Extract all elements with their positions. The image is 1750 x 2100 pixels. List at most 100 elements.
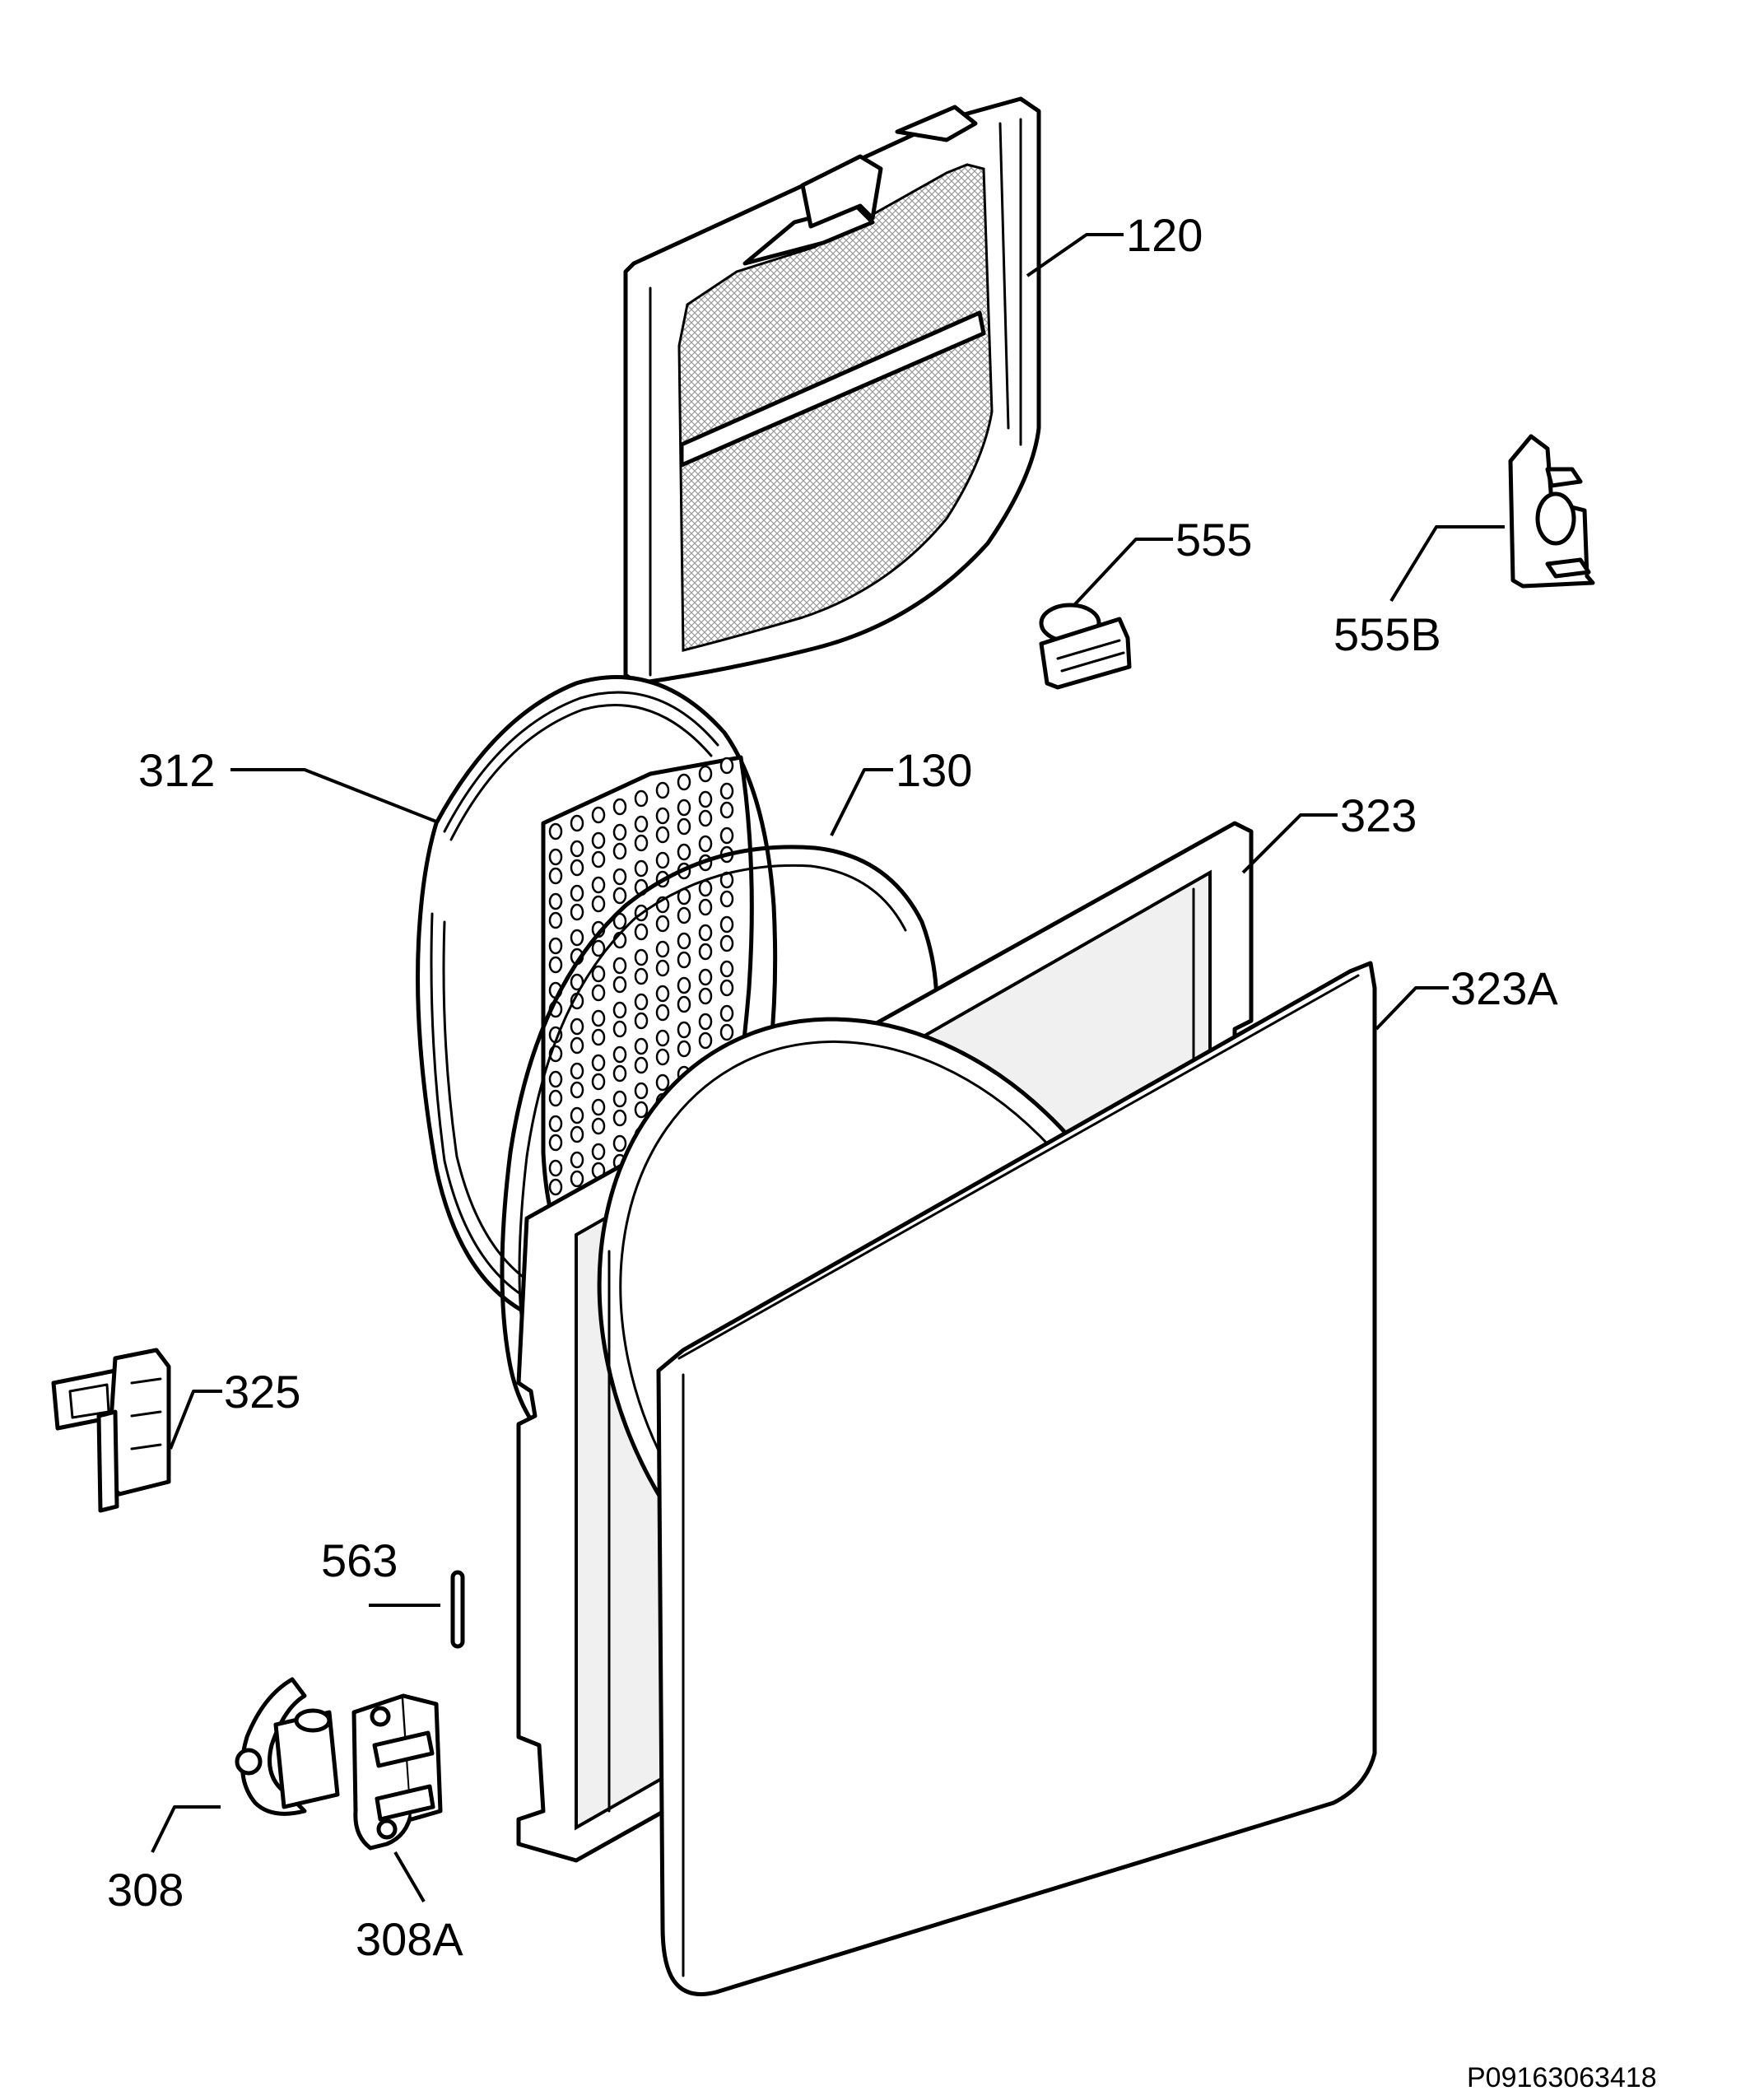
perforation-hole bbox=[655, 959, 670, 977]
perforation-hole bbox=[634, 1101, 649, 1119]
callout-555: 555 bbox=[1175, 514, 1252, 566]
perforation-hole bbox=[612, 1090, 627, 1108]
perforation-hole bbox=[655, 1048, 670, 1066]
perforation-hole bbox=[612, 1045, 627, 1064]
perforation-hole bbox=[612, 887, 627, 905]
perforation-hole bbox=[719, 890, 734, 908]
perforation-hole bbox=[698, 943, 713, 961]
perforation-hole bbox=[548, 822, 563, 840]
perforation-hole bbox=[719, 979, 734, 997]
perforation-hole bbox=[591, 984, 606, 1002]
perforation-hole bbox=[634, 1056, 649, 1074]
leader-308 bbox=[151, 1805, 221, 1853]
perforation-hole bbox=[655, 1073, 670, 1092]
perforation-hole bbox=[698, 835, 713, 853]
perforation-hole bbox=[612, 975, 627, 994]
leader-555b bbox=[1389, 525, 1505, 603]
callout-323a: 323A bbox=[1450, 962, 1558, 1014]
perforation-hole bbox=[591, 850, 606, 868]
reference-code: P09163063418 bbox=[1467, 2062, 1657, 2093]
perforation-hole bbox=[591, 876, 606, 894]
part-small-clip bbox=[1039, 603, 1132, 690]
perforation-hole bbox=[548, 848, 563, 866]
perforation-hole bbox=[655, 985, 670, 1003]
leader-325 bbox=[169, 1390, 222, 1450]
perforation-hole bbox=[719, 801, 734, 819]
perforation-hole bbox=[548, 911, 563, 929]
perforation-hole bbox=[591, 939, 606, 957]
callout-323: 323 bbox=[1340, 789, 1417, 841]
part-hinge-pin bbox=[450, 1570, 465, 1649]
perforation-hole bbox=[677, 1040, 691, 1058]
perforation-hole bbox=[548, 1178, 563, 1196]
perforation-hole bbox=[655, 1003, 670, 1022]
perforation-hole bbox=[677, 843, 691, 861]
perforation-hole bbox=[570, 929, 584, 947]
perforation-hole bbox=[634, 815, 649, 833]
perforation-hole bbox=[677, 976, 691, 994]
perforation-hole bbox=[612, 823, 627, 841]
leader-555 bbox=[1073, 538, 1173, 607]
perforation-hole bbox=[570, 814, 584, 832]
perforation-hole bbox=[570, 1017, 584, 1036]
perforation-hole bbox=[634, 967, 649, 985]
perforation-hole bbox=[612, 1109, 627, 1127]
perforation-hole bbox=[634, 993, 649, 1011]
perforation-hole bbox=[591, 1143, 606, 1161]
perforation-hole bbox=[548, 937, 563, 955]
perforation-hole bbox=[677, 995, 691, 1013]
part-door-catch bbox=[51, 1348, 171, 1513]
perforation-hole bbox=[591, 895, 606, 913]
leader-312 bbox=[230, 768, 437, 823]
perforation-hole bbox=[570, 1151, 584, 1169]
perforation-hole bbox=[548, 1089, 563, 1107]
perforation-hole bbox=[570, 1062, 584, 1080]
leader-308a bbox=[393, 1851, 426, 1903]
perforation-hole bbox=[719, 1023, 734, 1041]
perforation-hole bbox=[655, 915, 670, 933]
perforation-hole bbox=[677, 906, 691, 924]
perforation-hole bbox=[612, 868, 627, 886]
perforation-hole bbox=[591, 1073, 606, 1091]
callout-312: 312 bbox=[138, 744, 215, 796]
perforation-hole bbox=[570, 1170, 584, 1188]
perforation-hole bbox=[677, 932, 691, 950]
perforation-hole bbox=[570, 859, 584, 877]
perforation-hole bbox=[591, 965, 606, 983]
callout-120: 120 bbox=[1126, 209, 1203, 261]
perforation-hole bbox=[570, 1106, 584, 1125]
perforation-hole bbox=[655, 807, 670, 825]
perforation-hole bbox=[612, 1001, 627, 1019]
perforation-hole bbox=[612, 842, 627, 860]
perforation-hole bbox=[591, 831, 606, 850]
callout-labels: 120 555 555B 312 130 323 323A 325 563 30… bbox=[107, 209, 1558, 1965]
perforation-hole bbox=[719, 915, 734, 934]
part-side-clip bbox=[1508, 434, 1595, 589]
perforation-hole bbox=[591, 1098, 606, 1116]
perforation-hole bbox=[548, 956, 563, 974]
leader-323a bbox=[1375, 986, 1449, 1031]
part-filter-frame bbox=[623, 96, 1041, 686]
perforation-hole bbox=[548, 1070, 563, 1088]
perforation-hole bbox=[591, 806, 606, 824]
perforation-hole bbox=[698, 809, 713, 827]
perforation-hole bbox=[698, 879, 713, 897]
perforation-hole bbox=[570, 1125, 584, 1143]
perforation-hole bbox=[698, 968, 713, 986]
perforation-hole bbox=[634, 789, 649, 808]
perforation-hole bbox=[634, 1012, 649, 1030]
perforation-hole bbox=[548, 892, 563, 910]
perforation-hole bbox=[591, 1009, 606, 1027]
perforation-hole bbox=[634, 1082, 649, 1100]
perforation-hole bbox=[677, 817, 691, 836]
perforation-hole bbox=[698, 1013, 713, 1031]
perforation-hole bbox=[698, 987, 713, 1005]
perforation-hole bbox=[570, 1036, 584, 1055]
callout-130: 130 bbox=[896, 744, 972, 796]
perforation-hole bbox=[655, 781, 670, 799]
perforation-hole bbox=[570, 1081, 584, 1099]
perforation-hole bbox=[677, 773, 691, 791]
perforation-hole bbox=[548, 1159, 563, 1177]
callout-325: 325 bbox=[224, 1366, 300, 1418]
